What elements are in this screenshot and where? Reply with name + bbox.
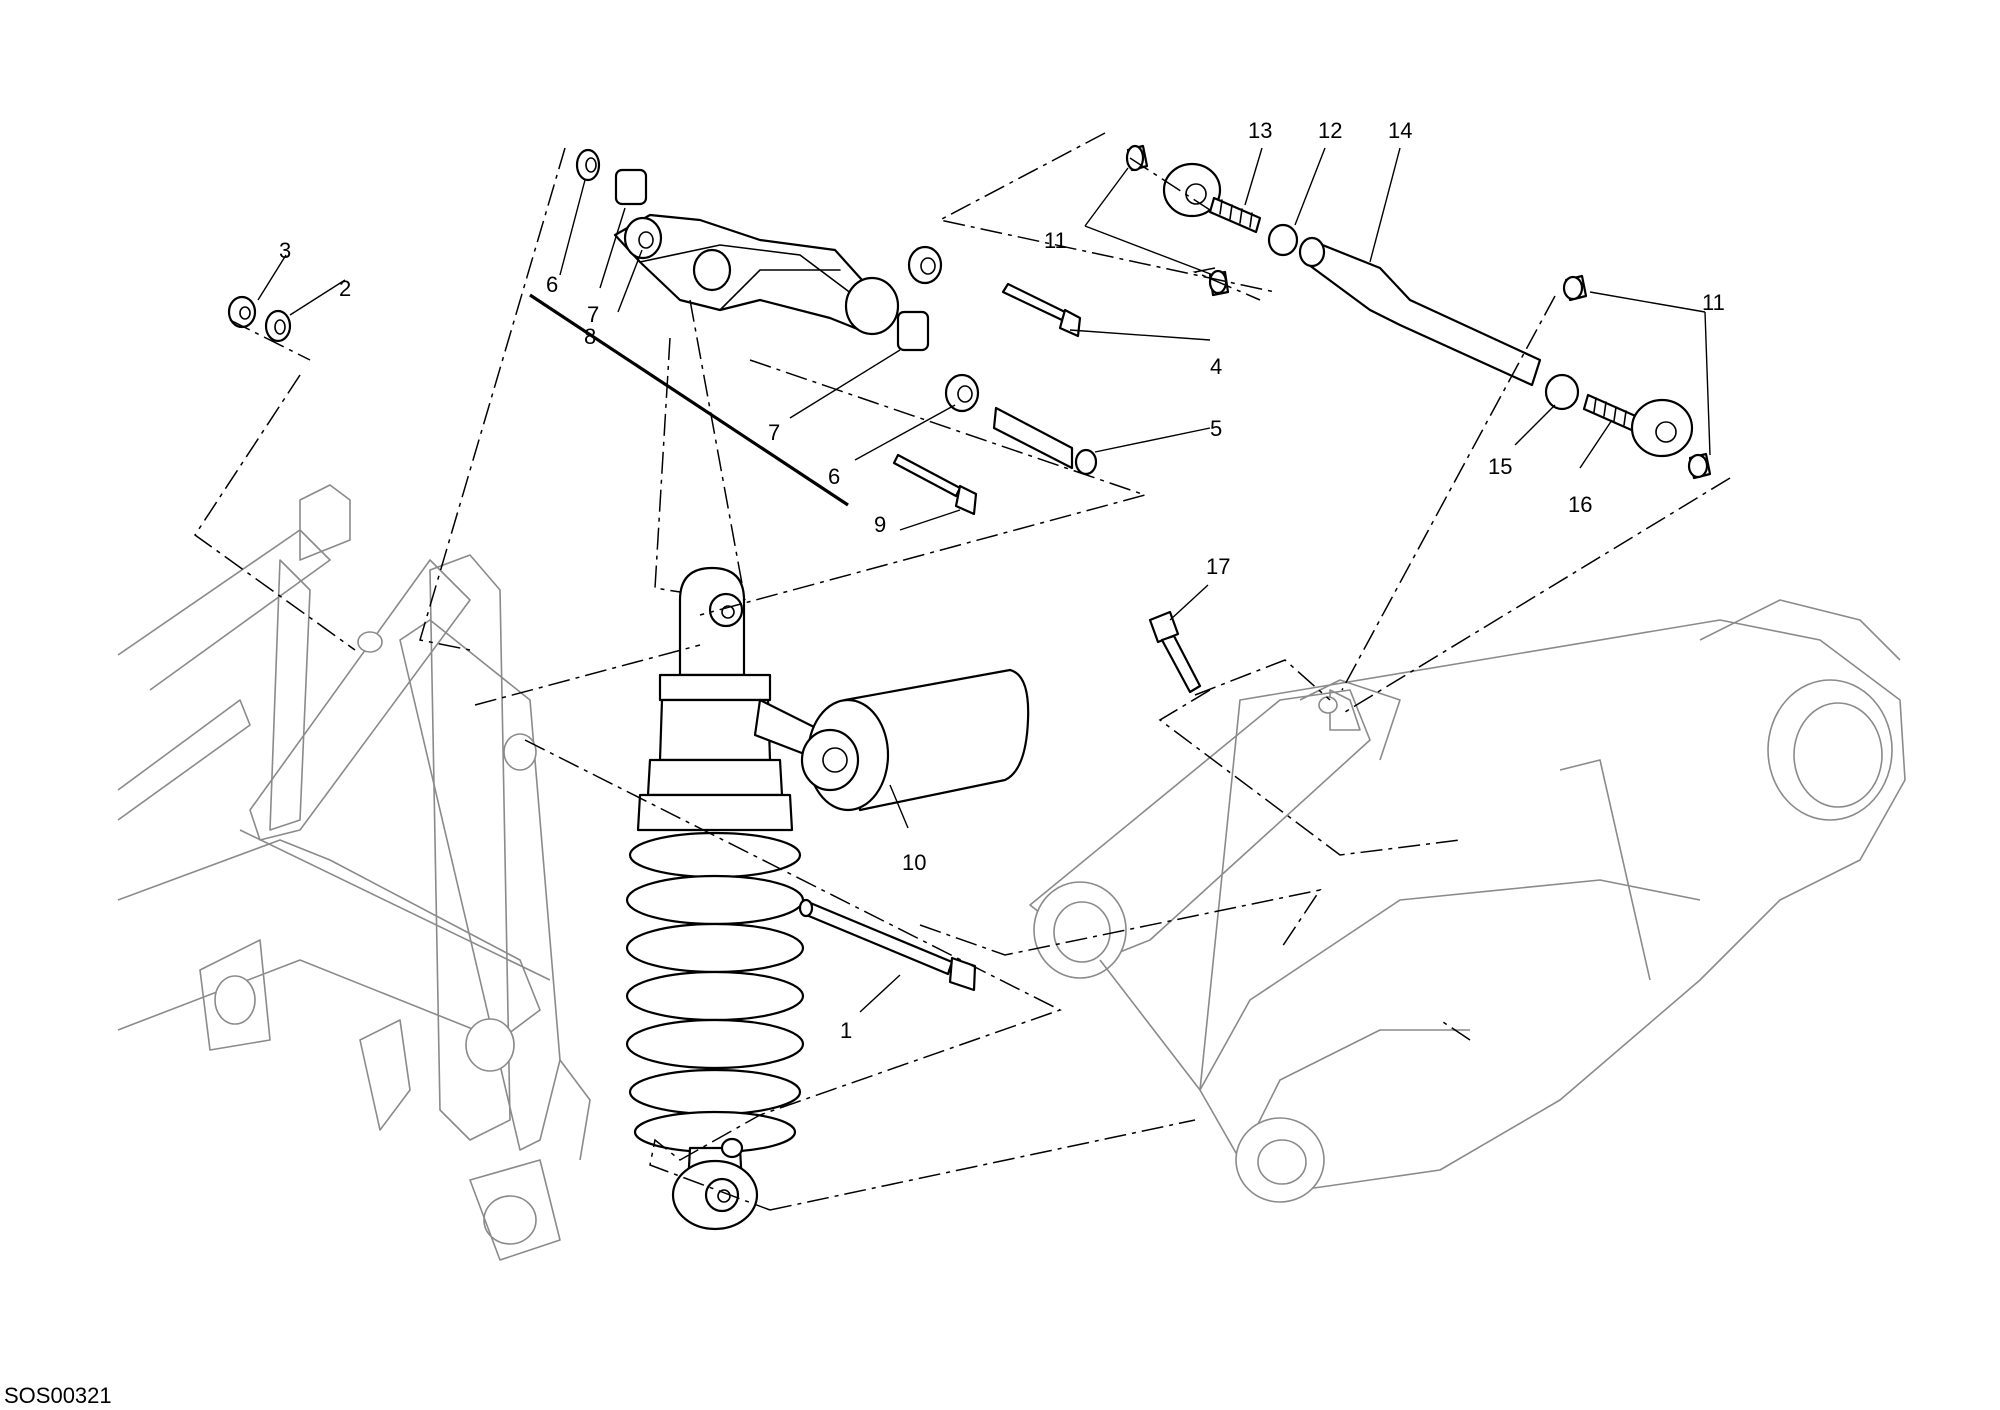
callout-14: 14 xyxy=(1388,118,1412,143)
drawing-code: SOS00321 xyxy=(4,1383,112,1408)
callout-1: 1 xyxy=(840,1018,852,1043)
callout-2: 2 xyxy=(339,276,351,301)
group-bar-8 xyxy=(529,293,849,507)
callout-7-top: 7 xyxy=(587,302,599,327)
callout-11-right: 11 xyxy=(1702,290,1725,315)
callout-9: 9 xyxy=(874,512,886,537)
callout-7-mid: 7 xyxy=(768,420,780,445)
nut-15 xyxy=(1544,373,1580,411)
callout-11-left: 11 xyxy=(1044,228,1067,253)
washer-2 xyxy=(264,309,292,343)
callout-5: 5 xyxy=(1210,416,1222,441)
callout-8: 8 xyxy=(584,324,596,349)
screw-17 xyxy=(1148,610,1202,694)
callout-15: 15 xyxy=(1488,454,1512,479)
callout-12: 12 xyxy=(1318,118,1342,143)
bolt-9 xyxy=(892,453,962,498)
callout-16: 16 xyxy=(1568,492,1592,517)
callout-13: 13 xyxy=(1248,118,1272,143)
callout-10: 10 xyxy=(902,850,926,875)
shock-absorber xyxy=(625,566,1030,1231)
reservoir-10 xyxy=(843,668,1030,812)
bolt-4 xyxy=(1001,282,1067,322)
nut-12 xyxy=(1267,223,1299,257)
spacer-6-top xyxy=(575,148,601,182)
frame-ghost xyxy=(117,484,591,1261)
bearing-7-mid xyxy=(896,310,930,352)
link-rod-14 xyxy=(1303,238,1542,387)
callout-17: 17 xyxy=(1206,554,1230,579)
leader-lines xyxy=(257,147,1711,1013)
spacer-6-mid xyxy=(944,373,980,413)
rod-end-13 xyxy=(1162,162,1222,218)
callout-labels: 1 2 3 4 5 6 6 7 7 8 9 10 11 11 12 13 14 … xyxy=(279,118,1725,1043)
rocker-arm-assembly xyxy=(529,148,1098,516)
bolt-1 xyxy=(798,898,977,992)
pin-5 xyxy=(992,406,1074,470)
spring-coils xyxy=(625,831,805,1154)
callout-6-mid: 6 xyxy=(828,464,840,489)
swingarm-ghost xyxy=(1029,599,1906,1203)
callout-4: 4 xyxy=(1210,354,1222,379)
nut-washer-group xyxy=(227,295,292,343)
assembly-lines xyxy=(193,132,1731,1211)
link-rod-assembly xyxy=(1125,144,1712,480)
bearing-7-top xyxy=(614,168,648,206)
nut-3 xyxy=(227,295,257,329)
callout-3: 3 xyxy=(279,238,291,263)
callout-6-top: 6 xyxy=(546,272,558,297)
